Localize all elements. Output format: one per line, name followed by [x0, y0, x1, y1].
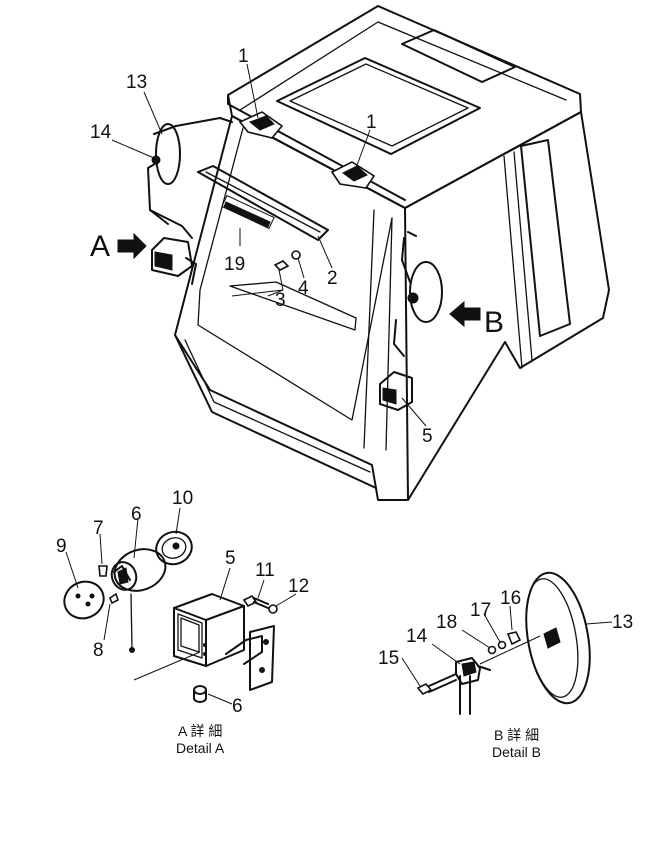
- callout-3: 3: [275, 290, 286, 311]
- callout-1a: 1: [238, 46, 249, 67]
- callout-13-top: 13: [126, 72, 147, 93]
- part-6-housing: [110, 548, 167, 592]
- detail-captions: A 詳 細 Detail A B 詳 細 Detail B: [176, 723, 541, 760]
- callout-8: 8: [93, 640, 104, 661]
- detail-b: [401, 571, 613, 715]
- callout-6-b: 6: [232, 696, 243, 717]
- roof-vent: [401, 29, 516, 83]
- cab-right-side: [404, 111, 610, 501]
- callout-2: 2: [327, 268, 338, 289]
- callout-12: 12: [288, 576, 309, 597]
- part-9-lens-cover: [63, 580, 105, 620]
- callout-11: 11: [255, 560, 275, 581]
- mirror-left: [147, 117, 233, 239]
- callout-9: 9: [56, 536, 67, 557]
- lamp-box-left: [151, 237, 197, 285]
- detail-b-caption-en: Detail B: [492, 744, 541, 760]
- part-10-reflector: [155, 530, 193, 566]
- washer-4: [291, 250, 301, 260]
- part-11-bolt: [242, 594, 269, 609]
- work-lamp-right: [330, 161, 376, 189]
- callout-5-a: 5: [225, 548, 236, 569]
- part-13-mirror: [525, 571, 591, 705]
- view-arrow-a: [117, 232, 147, 260]
- part-12-washer: [268, 604, 278, 614]
- part-5-lamp-box: [173, 593, 275, 691]
- callout-14-top: 14: [90, 122, 112, 143]
- callout-6-a: 6: [131, 504, 142, 525]
- callout-7: 7: [93, 518, 104, 539]
- part-15-bolt: [416, 673, 457, 695]
- part-7-bulb: [98, 565, 108, 577]
- side-window: [520, 139, 571, 337]
- leader-lines-main: [111, 63, 427, 427]
- detail-a: [63, 507, 297, 705]
- view-letter-a: A: [90, 230, 110, 263]
- sun-visor-bar: [197, 165, 329, 241]
- callout-13-b: 13: [612, 612, 633, 633]
- detail-a-caption-en: Detail A: [176, 740, 225, 756]
- view-arrow-b: [449, 300, 481, 328]
- part-17-washer: [497, 640, 507, 650]
- nameplate-19: [221, 194, 275, 230]
- detail-b-caption-jp: B 詳 細: [494, 727, 539, 743]
- callout-14-b: 14: [406, 626, 428, 647]
- bolt-3: [273, 260, 290, 271]
- part-16-nut: [506, 631, 522, 646]
- view-letter-b: B: [484, 306, 504, 339]
- callout-4: 4: [298, 278, 309, 299]
- callout-16: 16: [500, 588, 521, 609]
- callout-18: 18: [436, 612, 457, 633]
- callout-labels: 1 1 13 14 19 4 2 3 5 A B 10 7 6 9 5 11 1…: [56, 46, 633, 717]
- work-lamp-left: [238, 111, 284, 139]
- callout-19: 19: [224, 254, 245, 275]
- part-8-screw: [109, 592, 119, 605]
- part-6-grommet: [193, 685, 207, 703]
- mirror-right: [393, 231, 443, 357]
- callout-1b: 1: [366, 112, 377, 133]
- callout-10: 10: [172, 488, 193, 509]
- callout-5-top: 5: [422, 426, 433, 447]
- detail-a-caption-jp: A 詳 細: [178, 723, 222, 739]
- cab-lower-body: [174, 334, 377, 489]
- windshield-frame: [174, 115, 409, 501]
- cab-assembly: [147, 5, 610, 501]
- roof-hatch: [276, 57, 481, 155]
- callout-15: 15: [378, 648, 399, 669]
- part-18-washer: [487, 645, 497, 655]
- cab-roof: [227, 5, 582, 209]
- callout-17: 17: [470, 600, 491, 621]
- lamp-box-right: [379, 371, 413, 411]
